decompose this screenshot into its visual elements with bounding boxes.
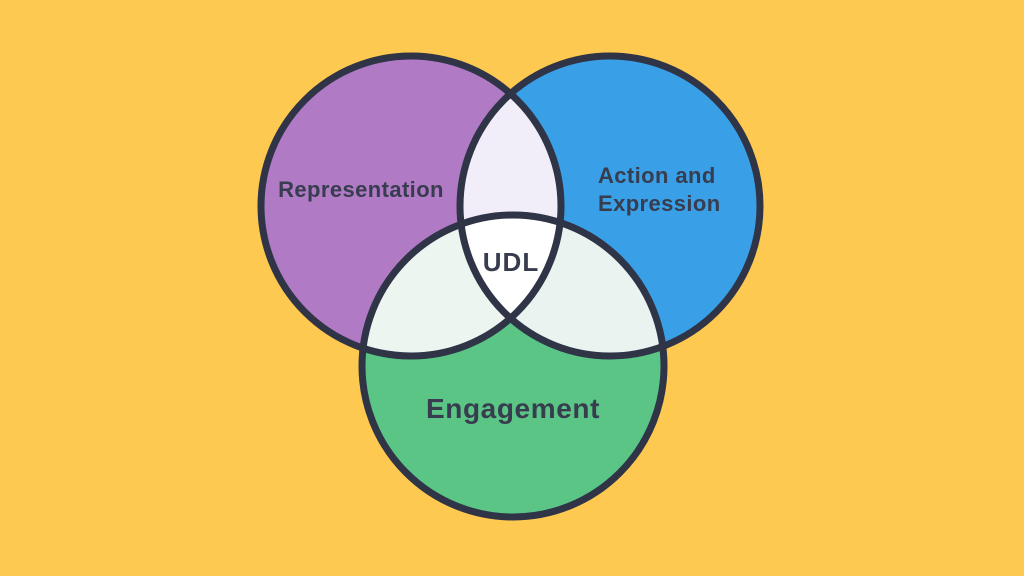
- engagement-circle-outline: [358, 211, 668, 521]
- representation-circle-outline: [257, 52, 565, 360]
- action-expression-label-line2: Expression: [598, 191, 721, 216]
- udl-center-label: UDL: [483, 247, 539, 277]
- action-expression-circle-outline: [456, 52, 764, 360]
- action-expression-label-line1: Action and: [598, 163, 716, 188]
- representation-engagement-overlap: [362, 215, 561, 356]
- engagement-label: Engagement: [426, 393, 600, 424]
- representation-label: Representation: [278, 177, 444, 202]
- action-engagement-overlap: [460, 215, 664, 356]
